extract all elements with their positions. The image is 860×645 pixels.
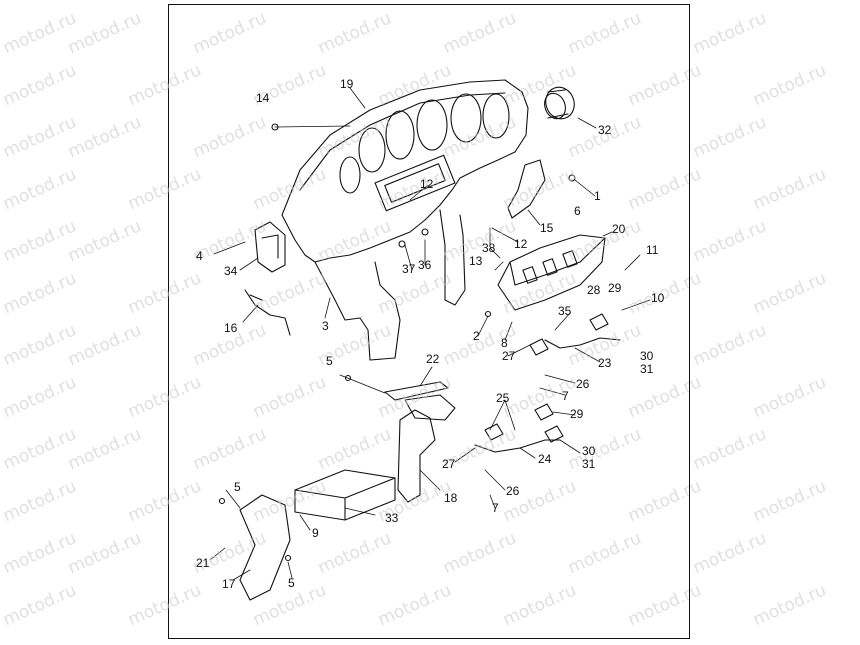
callout-31a: 31: [640, 362, 654, 376]
bracket-34: [254, 221, 286, 273]
callout-27b: 27: [442, 457, 456, 471]
callout-23: 23: [598, 356, 612, 370]
callout-3: 3: [322, 319, 329, 333]
bracket-22: [384, 381, 449, 401]
callout-18: 18: [444, 491, 458, 505]
callout-31b: 31: [582, 457, 596, 471]
callout-7b: 7: [492, 501, 499, 515]
bracket-upper: [404, 394, 456, 421]
callout-36: 36: [418, 258, 432, 272]
callout-5c: 5: [288, 576, 295, 590]
callout-30a: 30: [640, 349, 654, 363]
callout-27a: 27: [502, 349, 516, 363]
callout-12b: 12: [514, 237, 528, 251]
callout-29a: 29: [608, 281, 622, 295]
callout-29b: 29: [570, 407, 584, 421]
callout-7a: 7: [562, 389, 569, 403]
callout-33: 33: [385, 511, 399, 525]
callout-30b: 30: [582, 444, 596, 458]
callout-11: 11: [646, 243, 659, 257]
bracket-15: [507, 159, 546, 219]
diagram-frame: [168, 4, 690, 639]
callout-9: 9: [312, 526, 319, 540]
callout-38: 38: [482, 241, 496, 255]
callout-28: 28: [587, 283, 601, 297]
callout-12a: 12: [420, 177, 434, 191]
callout-20: 20: [612, 222, 626, 236]
callout-2: 2: [473, 329, 480, 343]
harness-24: [474, 439, 561, 453]
callout-32: 32: [598, 123, 612, 137]
callout-26a: 26: [576, 377, 590, 391]
callout-4: 4: [196, 249, 203, 263]
bracket-18: [397, 409, 436, 503]
callout-14: 14: [256, 91, 270, 105]
callout-13: 13: [469, 254, 483, 268]
inner-fairing: [281, 79, 529, 361]
callout-6: 6: [574, 204, 581, 218]
callout-10: 10: [651, 291, 665, 305]
callout-25: 25: [496, 391, 510, 405]
callout-17: 17: [222, 577, 236, 591]
callout-37: 37: [402, 262, 416, 276]
callout-5b: 5: [234, 480, 241, 494]
callout-15: 15: [540, 221, 554, 235]
callout-1: 1: [594, 189, 601, 203]
callout-26b: 26: [506, 484, 520, 498]
connectors: [484, 313, 609, 443]
callout-19: 19: [340, 77, 354, 91]
callout-24: 24: [538, 452, 552, 466]
lower-bracket-17: [239, 494, 291, 601]
callout-5a: 5: [326, 354, 333, 368]
callout-35: 35: [558, 304, 572, 318]
switch-panel-20: [497, 234, 606, 311]
callout-16: 16: [224, 321, 238, 335]
gauge-32: [544, 86, 575, 120]
radio-box-33: [294, 469, 396, 521]
callout-22: 22: [426, 352, 440, 366]
callout-34: 34: [224, 264, 238, 278]
harness-16: [244, 289, 291, 336]
callout-21: 21: [196, 556, 210, 570]
harness-23: [544, 337, 621, 349]
leader-lines: [209, 87, 651, 581]
callout-8: 8: [501, 336, 508, 350]
